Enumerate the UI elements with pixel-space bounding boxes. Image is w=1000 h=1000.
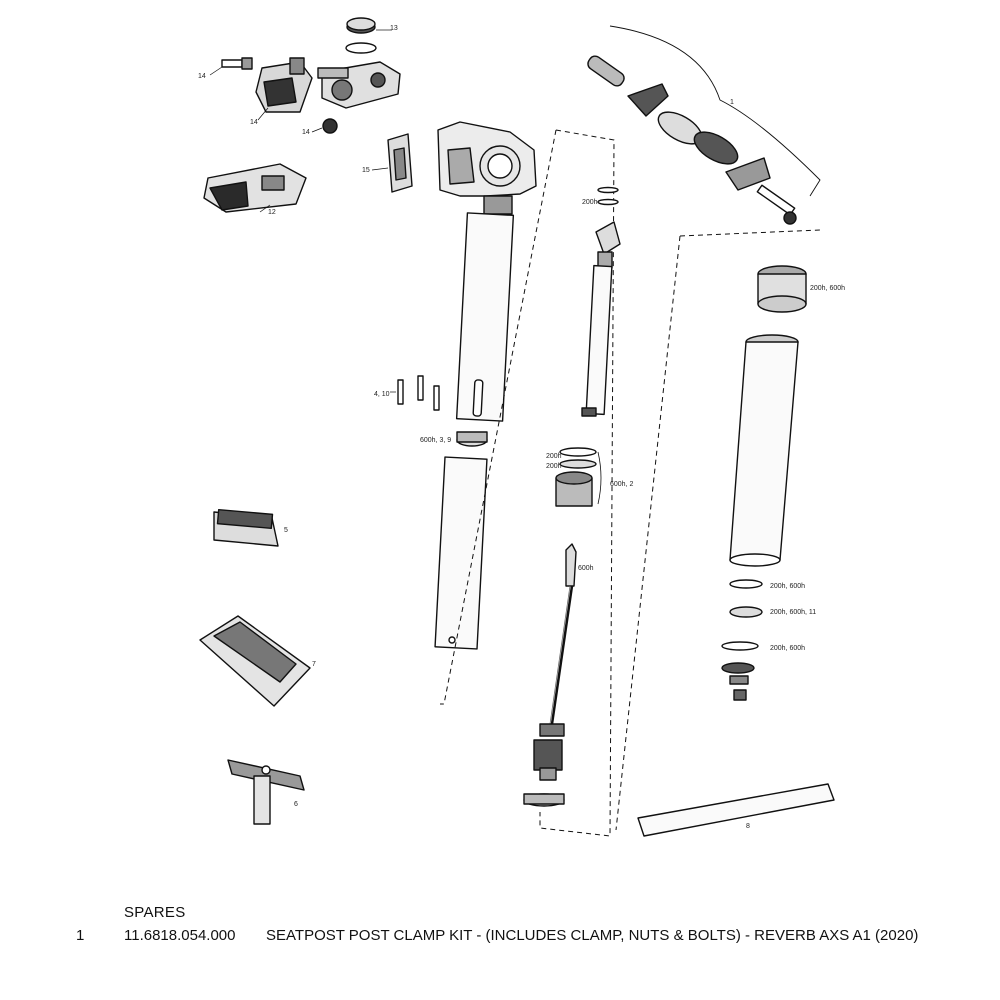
callout-7: 7 bbox=[312, 661, 316, 668]
right-small-parts bbox=[721, 579, 763, 701]
lower-inner-tube bbox=[434, 456, 488, 650]
callout-15: 15 bbox=[362, 167, 370, 174]
callout-14-clamp: 14 bbox=[250, 119, 258, 126]
bushing-ring bbox=[456, 431, 488, 447]
callout-200h-600h-b: 200h, 600h bbox=[770, 645, 805, 652]
center-assembly-bracket bbox=[440, 129, 615, 837]
callout-8: 8 bbox=[746, 823, 750, 830]
callout-13: 13 bbox=[390, 25, 398, 32]
part-14-clamp-half bbox=[255, 57, 313, 121]
valve-cartridge bbox=[581, 221, 621, 417]
callout-600h-3-9: 600h, 3, 9 bbox=[420, 437, 451, 444]
callout-4-10: 4, 10 bbox=[374, 391, 390, 398]
callout-14-nut: 14 bbox=[302, 129, 310, 136]
callout-5: 5 bbox=[284, 527, 288, 534]
row-number: 1 bbox=[76, 927, 85, 944]
spares-table: SPARES 1 11.6818.054.000 SEATPOST POST C… bbox=[0, 900, 1000, 1000]
part-6-t-tool bbox=[227, 759, 305, 825]
exploded-parts-diagram: 13 14 14 14 12 15 1 200h 200h, 600h 4, 1… bbox=[198, 17, 845, 837]
part-description: SEATPOST POST CLAMP KIT - (INCLUDES CLAM… bbox=[266, 927, 919, 944]
part-number: 11.6818.054.000 bbox=[124, 927, 236, 944]
part-12-rail-clamp bbox=[203, 163, 307, 213]
callout-600h-2: 600h, 2 bbox=[610, 481, 633, 488]
callout-200h-b: 200h bbox=[546, 463, 562, 470]
shaft-rod bbox=[533, 543, 577, 781]
callout-200h-600h-a: 200h, 600h bbox=[770, 583, 805, 590]
part-14-bolt bbox=[209, 57, 253, 76]
callout-200h-600h-head: 200h, 600h bbox=[810, 285, 845, 292]
upper-post-tube bbox=[455, 212, 515, 422]
part-15-plate bbox=[371, 133, 413, 193]
callout-14-bolt: 14 bbox=[198, 73, 206, 80]
part-8-tube bbox=[637, 783, 835, 837]
callout-12: 12 bbox=[268, 209, 276, 216]
seal-stack bbox=[555, 447, 602, 507]
seatpost-head bbox=[437, 121, 537, 215]
spares-heading: SPARES bbox=[124, 904, 186, 921]
part-13-cap bbox=[345, 17, 392, 54]
callout-200h-600h-11: 200h, 600h, 11 bbox=[770, 609, 816, 616]
part-5-cradle bbox=[213, 508, 279, 547]
bottom-cap bbox=[523, 793, 565, 807]
part-14-nut bbox=[311, 118, 338, 134]
callout-600h-rod: 600h bbox=[578, 565, 594, 572]
callout-6: 6 bbox=[294, 801, 298, 808]
part-1-post-clamp-kit bbox=[587, 25, 821, 225]
part-7-bottom-clamp bbox=[199, 615, 311, 707]
pins-4-10 bbox=[390, 375, 440, 411]
callout-200h-a: 200h bbox=[546, 453, 562, 460]
spares-row: 1 11.6818.054.000 SEATPOST POST CLAMP KI… bbox=[0, 927, 1000, 949]
top-cap-nut bbox=[757, 265, 807, 313]
callout-200h-top: 200h bbox=[582, 199, 598, 206]
callout-1: 1 bbox=[730, 99, 734, 106]
small-rings-top bbox=[597, 186, 619, 206]
part-14-clamp-block bbox=[317, 61, 401, 109]
callout-labels: 13 14 14 14 12 15 1 200h 200h, 600h 4, 1… bbox=[198, 25, 845, 830]
right-assembly-bracket bbox=[615, 229, 821, 831]
outer-tube bbox=[729, 334, 799, 567]
